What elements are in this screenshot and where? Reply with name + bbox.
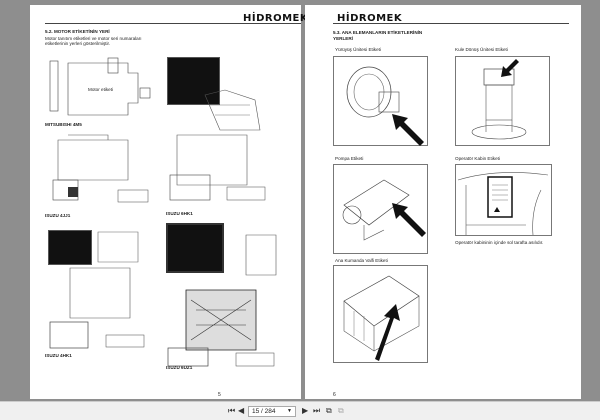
engine-label-plate-image bbox=[167, 57, 220, 105]
caption-isuzu-4hk1: ISUZU 4HK1 bbox=[45, 353, 72, 358]
view-mode-icon[interactable]: ⧉ bbox=[326, 406, 332, 415]
isuzu-6uz1-label-plate bbox=[166, 223, 224, 273]
page-display: 15 / 284 bbox=[252, 408, 276, 415]
next-page-icon[interactable]: ▶ bbox=[302, 406, 309, 415]
intro-line-1: Motor tanıtım etiketleri ve motor seri n… bbox=[45, 36, 142, 41]
intro-line-2: etiketlerinin yerleri gösterilmiştir. bbox=[45, 41, 111, 46]
engine-drawing bbox=[204, 89, 261, 131]
figure-label-travel-unit: Yürüyüş Ünitesi Etiketi bbox=[335, 47, 381, 52]
view-mode-alt-icon[interactable]: ⧉ bbox=[338, 406, 344, 415]
caption-mitsubishi-4m5: MITSUBISHI 4M5 bbox=[45, 122, 82, 127]
motor-etiketi-callout: Motor etiketi bbox=[88, 87, 114, 92]
engine-outline-figure bbox=[49, 57, 151, 116]
isuzu-6uz1-engine-figure bbox=[167, 234, 277, 367]
pdf-page-5: HİDROMEK 5.2. MOTOR ETİKETİNİN YERİ Moto… bbox=[30, 5, 308, 399]
swing-unit-figure bbox=[455, 56, 550, 146]
pdf-toolbar: ⏮ ◀ 15 / 284 ▼ ▶ ⏭ ⧉ ⧉ bbox=[0, 401, 600, 420]
figure-label-swing-unit: Kule Dönüş Ünitesi Etiketi bbox=[455, 47, 508, 52]
caption-isuzu-6hk1: ISUZU 6HK1 bbox=[166, 211, 193, 216]
section-title-line-2: YERLERİ bbox=[333, 36, 353, 41]
hidromek-logo: HİDROMEK bbox=[243, 13, 309, 24]
previous-page-icon[interactable]: ◀ bbox=[238, 406, 245, 415]
isuzu-6hk1-figure bbox=[169, 134, 266, 201]
figure-label-main-control-valve: Ana Kumanda Valfi Etiketi bbox=[335, 258, 388, 263]
figure-label-pump: Pompa Etiketi bbox=[335, 156, 364, 161]
section-title: 5.2. MOTOR ETİKETİNİN YERİ bbox=[45, 29, 110, 34]
first-page-icon[interactable]: ⏮ bbox=[228, 406, 236, 415]
last-page-icon[interactable]: ⏭ bbox=[313, 406, 321, 415]
header-rule bbox=[45, 23, 301, 24]
operator-cab-note: Operatör kabininin içinde sol tarafta as… bbox=[455, 240, 544, 245]
hidromek-logo: HİDROMEK bbox=[337, 13, 403, 24]
page-number: 6 bbox=[333, 392, 336, 398]
operator-cab-figure bbox=[455, 164, 552, 236]
caption-isuzu-6uz1: ISUZU 6UZ1 bbox=[166, 365, 193, 370]
figure-label-operator-cab: Operatör Kabin Etiketi bbox=[455, 156, 500, 161]
isuzu-4jj1-figure bbox=[52, 134, 149, 203]
section-title-line-1: 5.3. ANA ELEMANLARIN ETİKETLERİNİN bbox=[333, 30, 423, 35]
pdf-page-6: HİDROMEK 5.3. ANA ELEMANLARIN ETİKETLERİ… bbox=[305, 5, 581, 399]
isuzu-4hk1-engine-figure bbox=[49, 231, 145, 349]
page-selector[interactable]: 15 / 284 ▼ bbox=[248, 406, 296, 417]
pump-figure bbox=[333, 164, 428, 254]
isuzu-4hk1-label-plate bbox=[48, 230, 92, 265]
travel-unit-figure bbox=[333, 56, 428, 146]
header-rule bbox=[333, 23, 569, 24]
chevron-down-icon[interactable]: ▼ bbox=[287, 408, 292, 414]
page-number: 5 bbox=[218, 392, 221, 398]
main-control-valve-figure bbox=[333, 265, 428, 363]
caption-isuzu-4jj1: ISUZU 4JJ1 bbox=[45, 213, 71, 218]
